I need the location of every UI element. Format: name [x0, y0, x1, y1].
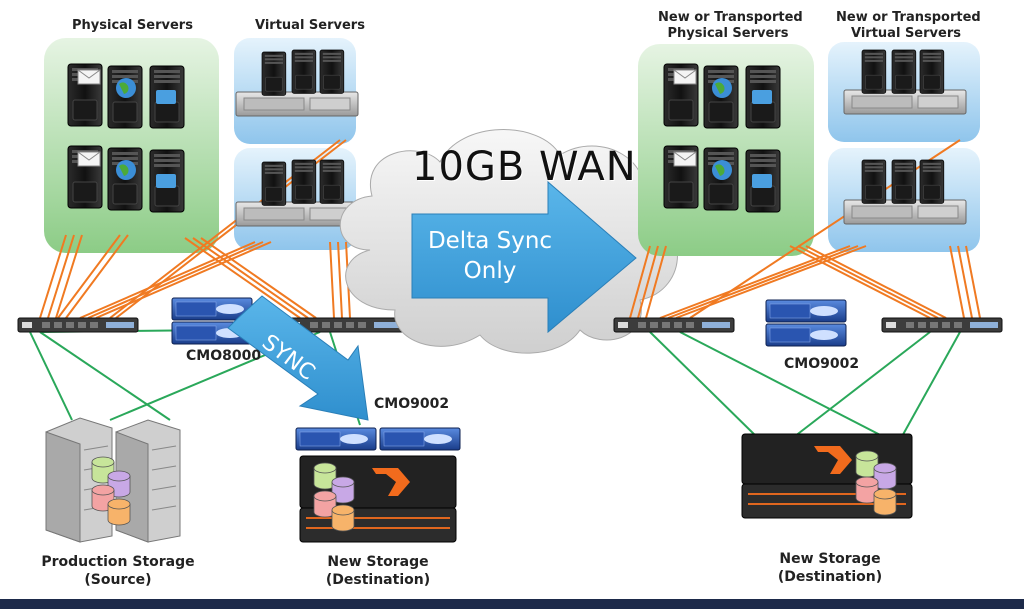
new-physical-servers-label-line1: New or Transported: [658, 10, 803, 25]
switch-right-a: [613, 317, 735, 333]
production-storage-label-line2: (Source): [84, 572, 152, 588]
physical-server-group-bottom: [67, 145, 185, 213]
ethernet-links-right: [649, 331, 961, 441]
switch-left-a: [17, 317, 139, 333]
cmo9002-mid-label: CMO9002: [374, 396, 450, 412]
new-virtual-servers-label: New or Transported Virtual Servers: [836, 10, 981, 42]
new-virtual-servers-label-line2: Virtual Servers: [851, 26, 961, 41]
new-storage-mid: [299, 455, 457, 543]
footer-bar: [0, 599, 1024, 609]
sync-arrow: [227, 295, 369, 421]
pure-logo-icon: [372, 468, 410, 496]
production-storage: [45, 417, 181, 543]
new-storage-right: [741, 433, 913, 519]
new-physical-servers-label: New or Transported Physical Servers: [658, 10, 803, 42]
delta-sync-arrow: [411, 180, 637, 334]
new-physical-servers-label-line2: Physical Servers: [667, 26, 789, 41]
new-storage-mid-label: New Storage (Destination): [308, 553, 448, 589]
cmo9002-appliance-right-bottom: [765, 323, 847, 347]
delta-sync-label-line2: Only: [463, 258, 517, 284]
production-storage-label: Production Storage (Source): [38, 553, 198, 589]
cmo9002-appliance-mid-a: [295, 427, 377, 451]
physical-server-group-top: [67, 63, 185, 129]
delta-sync-label: Delta Sync Only: [420, 226, 560, 286]
wan-label: 10GB WAN: [412, 144, 637, 190]
cmo9002-appliance-mid-b: [379, 427, 461, 451]
cmo9002-right-label: CMO9002: [784, 356, 860, 372]
cmo8000-label: CMO8000: [186, 348, 262, 364]
new-storage-mid-label-line2: (Destination): [325, 572, 431, 588]
switch-right-b: [881, 317, 1003, 333]
new-storage-right-label-line2: (Destination): [777, 569, 883, 585]
new-virtual-servers-label-line1: New or Transported: [836, 10, 981, 25]
new-physical-server-group-bottom: [663, 145, 781, 213]
production-storage-label-line1: Production Storage: [41, 554, 195, 570]
new-storage-mid-label-line1: New Storage: [327, 554, 429, 570]
delta-sync-label-line1: Delta Sync: [427, 228, 553, 254]
physical-servers-label: Physical Servers: [72, 18, 193, 33]
new-storage-right-label-line1: New Storage: [779, 551, 881, 567]
virtual-servers-label: Virtual Servers: [255, 18, 365, 33]
cmo9002-appliance-right-top: [765, 299, 847, 323]
new-storage-right-label: New Storage (Destination): [760, 550, 900, 586]
new-physical-server-group-top: [663, 63, 781, 129]
folder-icon: [156, 90, 176, 104]
